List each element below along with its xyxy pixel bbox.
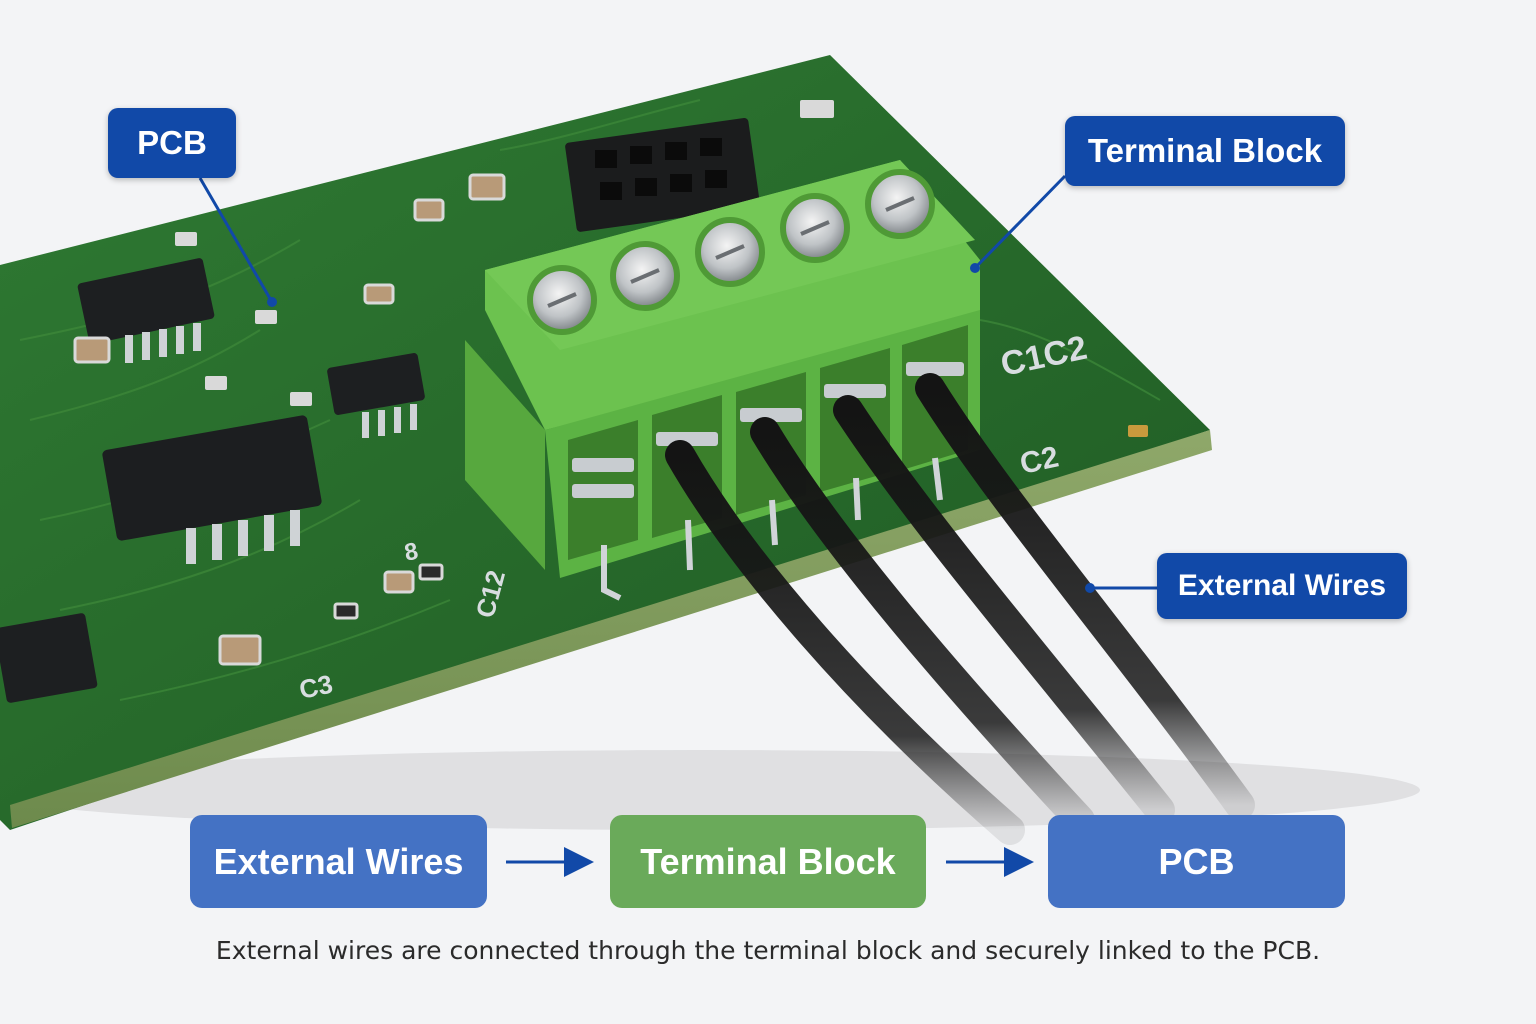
- marking-c2: C2: [1017, 441, 1061, 481]
- caption: External wires are connected through the…: [215, 936, 1321, 965]
- ic-chip-2: [327, 353, 425, 438]
- marking-8: 8: [402, 538, 420, 567]
- flow-step-terminal-block: Terminal Block: [610, 815, 926, 908]
- smd-components: [73, 100, 1148, 666]
- callout-external-wires: External Wires: [1157, 553, 1407, 619]
- ic-chip-1: [77, 258, 215, 363]
- callout-terminal-block: Terminal Block: [1065, 116, 1345, 186]
- leader-pcb: [198, 177, 274, 303]
- flow-step-external-wires: External Wires: [190, 815, 487, 908]
- callout-leaders: [198, 174, 1158, 590]
- external-wires: [665, 373, 1255, 845]
- callout-pcb: PCB: [108, 108, 236, 178]
- ic-chip-3: [102, 415, 322, 564]
- ic-chip-4: [0, 613, 98, 703]
- terminal-screws: [527, 169, 935, 335]
- header-connector: [565, 118, 760, 232]
- flow-step-pcb: PCB: [1048, 815, 1345, 908]
- leader-terminal-block: [973, 174, 1067, 270]
- marking-c3: C3: [296, 669, 335, 705]
